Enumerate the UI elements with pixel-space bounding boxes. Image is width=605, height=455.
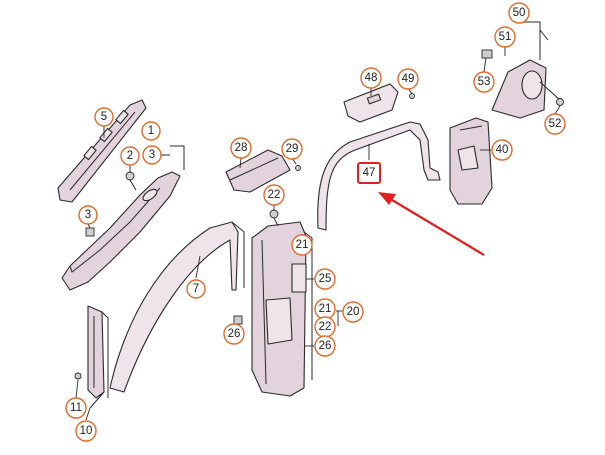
callout-c50[interactable]: 50 <box>508 2 530 24</box>
callout-c3b-label: 3 <box>85 209 91 221</box>
callout-c29-label: 29 <box>286 143 299 155</box>
callout-c22b[interactable]: 22 <box>314 316 336 338</box>
callout-c49[interactable]: 49 <box>397 68 419 90</box>
c-pillar-trim-part <box>449 117 493 205</box>
callout-c52[interactable]: 52 <box>544 113 566 135</box>
lower-strip-part <box>87 305 109 409</box>
callout-c3a[interactable]: 3 <box>142 145 162 165</box>
callout-c10[interactable]: 10 <box>75 420 97 442</box>
callout-c51[interactable]: 51 <box>494 26 516 48</box>
callout-c25[interactable]: 25 <box>314 268 336 290</box>
highlight-arrow <box>378 192 485 256</box>
a-pillar-trim-part <box>61 145 185 291</box>
callout-c10-label: 10 <box>80 425 93 437</box>
callout-c7-label: 7 <box>193 283 199 295</box>
callout-c11[interactable]: 11 <box>65 397 87 419</box>
callout-c5[interactable]: 5 <box>94 107 114 127</box>
callout-c28-label: 28 <box>235 142 248 154</box>
callout-c11-label: 11 <box>70 402 82 414</box>
callout-c21b[interactable]: 21 <box>314 298 336 320</box>
callout-c50-label: 50 <box>513 7 526 19</box>
callout-c22a-label: 22 <box>268 189 281 201</box>
grab-handle-part <box>343 83 399 123</box>
callout-c26b-label: 26 <box>319 340 332 352</box>
callout-c26b[interactable]: 26 <box>314 335 336 357</box>
callout-c7[interactable]: 7 <box>186 279 206 299</box>
callout-c26a[interactable]: 26 <box>223 323 245 345</box>
callout-c21b-label: 21 <box>319 303 332 315</box>
door-seal-part <box>317 121 441 231</box>
callout-c29[interactable]: 29 <box>281 138 303 160</box>
highlight-callout-47[interactable]: 47 <box>357 162 381 184</box>
callout-c52-label: 52 <box>549 118 562 130</box>
callout-c1-label: 1 <box>148 125 154 137</box>
callout-c20-label: 20 <box>347 306 360 318</box>
callout-c22b-label: 22 <box>319 321 332 333</box>
callout-c51-label: 51 <box>499 31 512 43</box>
callout-c2[interactable]: 2 <box>120 146 140 166</box>
callout-c20[interactable]: 20 <box>342 301 364 323</box>
callout-c21a[interactable]: 21 <box>291 234 313 256</box>
bracket-part <box>225 149 291 193</box>
callout-c3a-label: 3 <box>149 149 155 161</box>
b-pillar-trim-part <box>251 221 313 397</box>
callout-c28[interactable]: 28 <box>230 137 252 159</box>
callout-c2-label: 2 <box>127 150 133 162</box>
callout-c22a[interactable]: 22 <box>263 184 285 206</box>
speaker-housing-part <box>491 21 561 119</box>
callout-c25-label: 25 <box>319 273 332 285</box>
callout-c1[interactable]: 1 <box>141 121 161 141</box>
callout-c40[interactable]: 40 <box>491 139 513 161</box>
highlight-callout-47-label: 47 <box>363 167 376 179</box>
callout-c5-label: 5 <box>101 111 107 123</box>
callout-c26a-label: 26 <box>228 328 241 340</box>
long-pillar-trim-part <box>109 221 245 393</box>
callout-c48[interactable]: 48 <box>360 67 382 89</box>
callout-c49-label: 49 <box>402 73 415 85</box>
callout-c53[interactable]: 53 <box>473 71 495 93</box>
callout-c3b[interactable]: 3 <box>78 205 98 225</box>
callout-c48-label: 48 <box>365 72 378 84</box>
callout-c53-label: 53 <box>478 76 491 88</box>
callout-c40-label: 40 <box>496 144 509 156</box>
callout-c21a-label: 21 <box>296 239 309 251</box>
